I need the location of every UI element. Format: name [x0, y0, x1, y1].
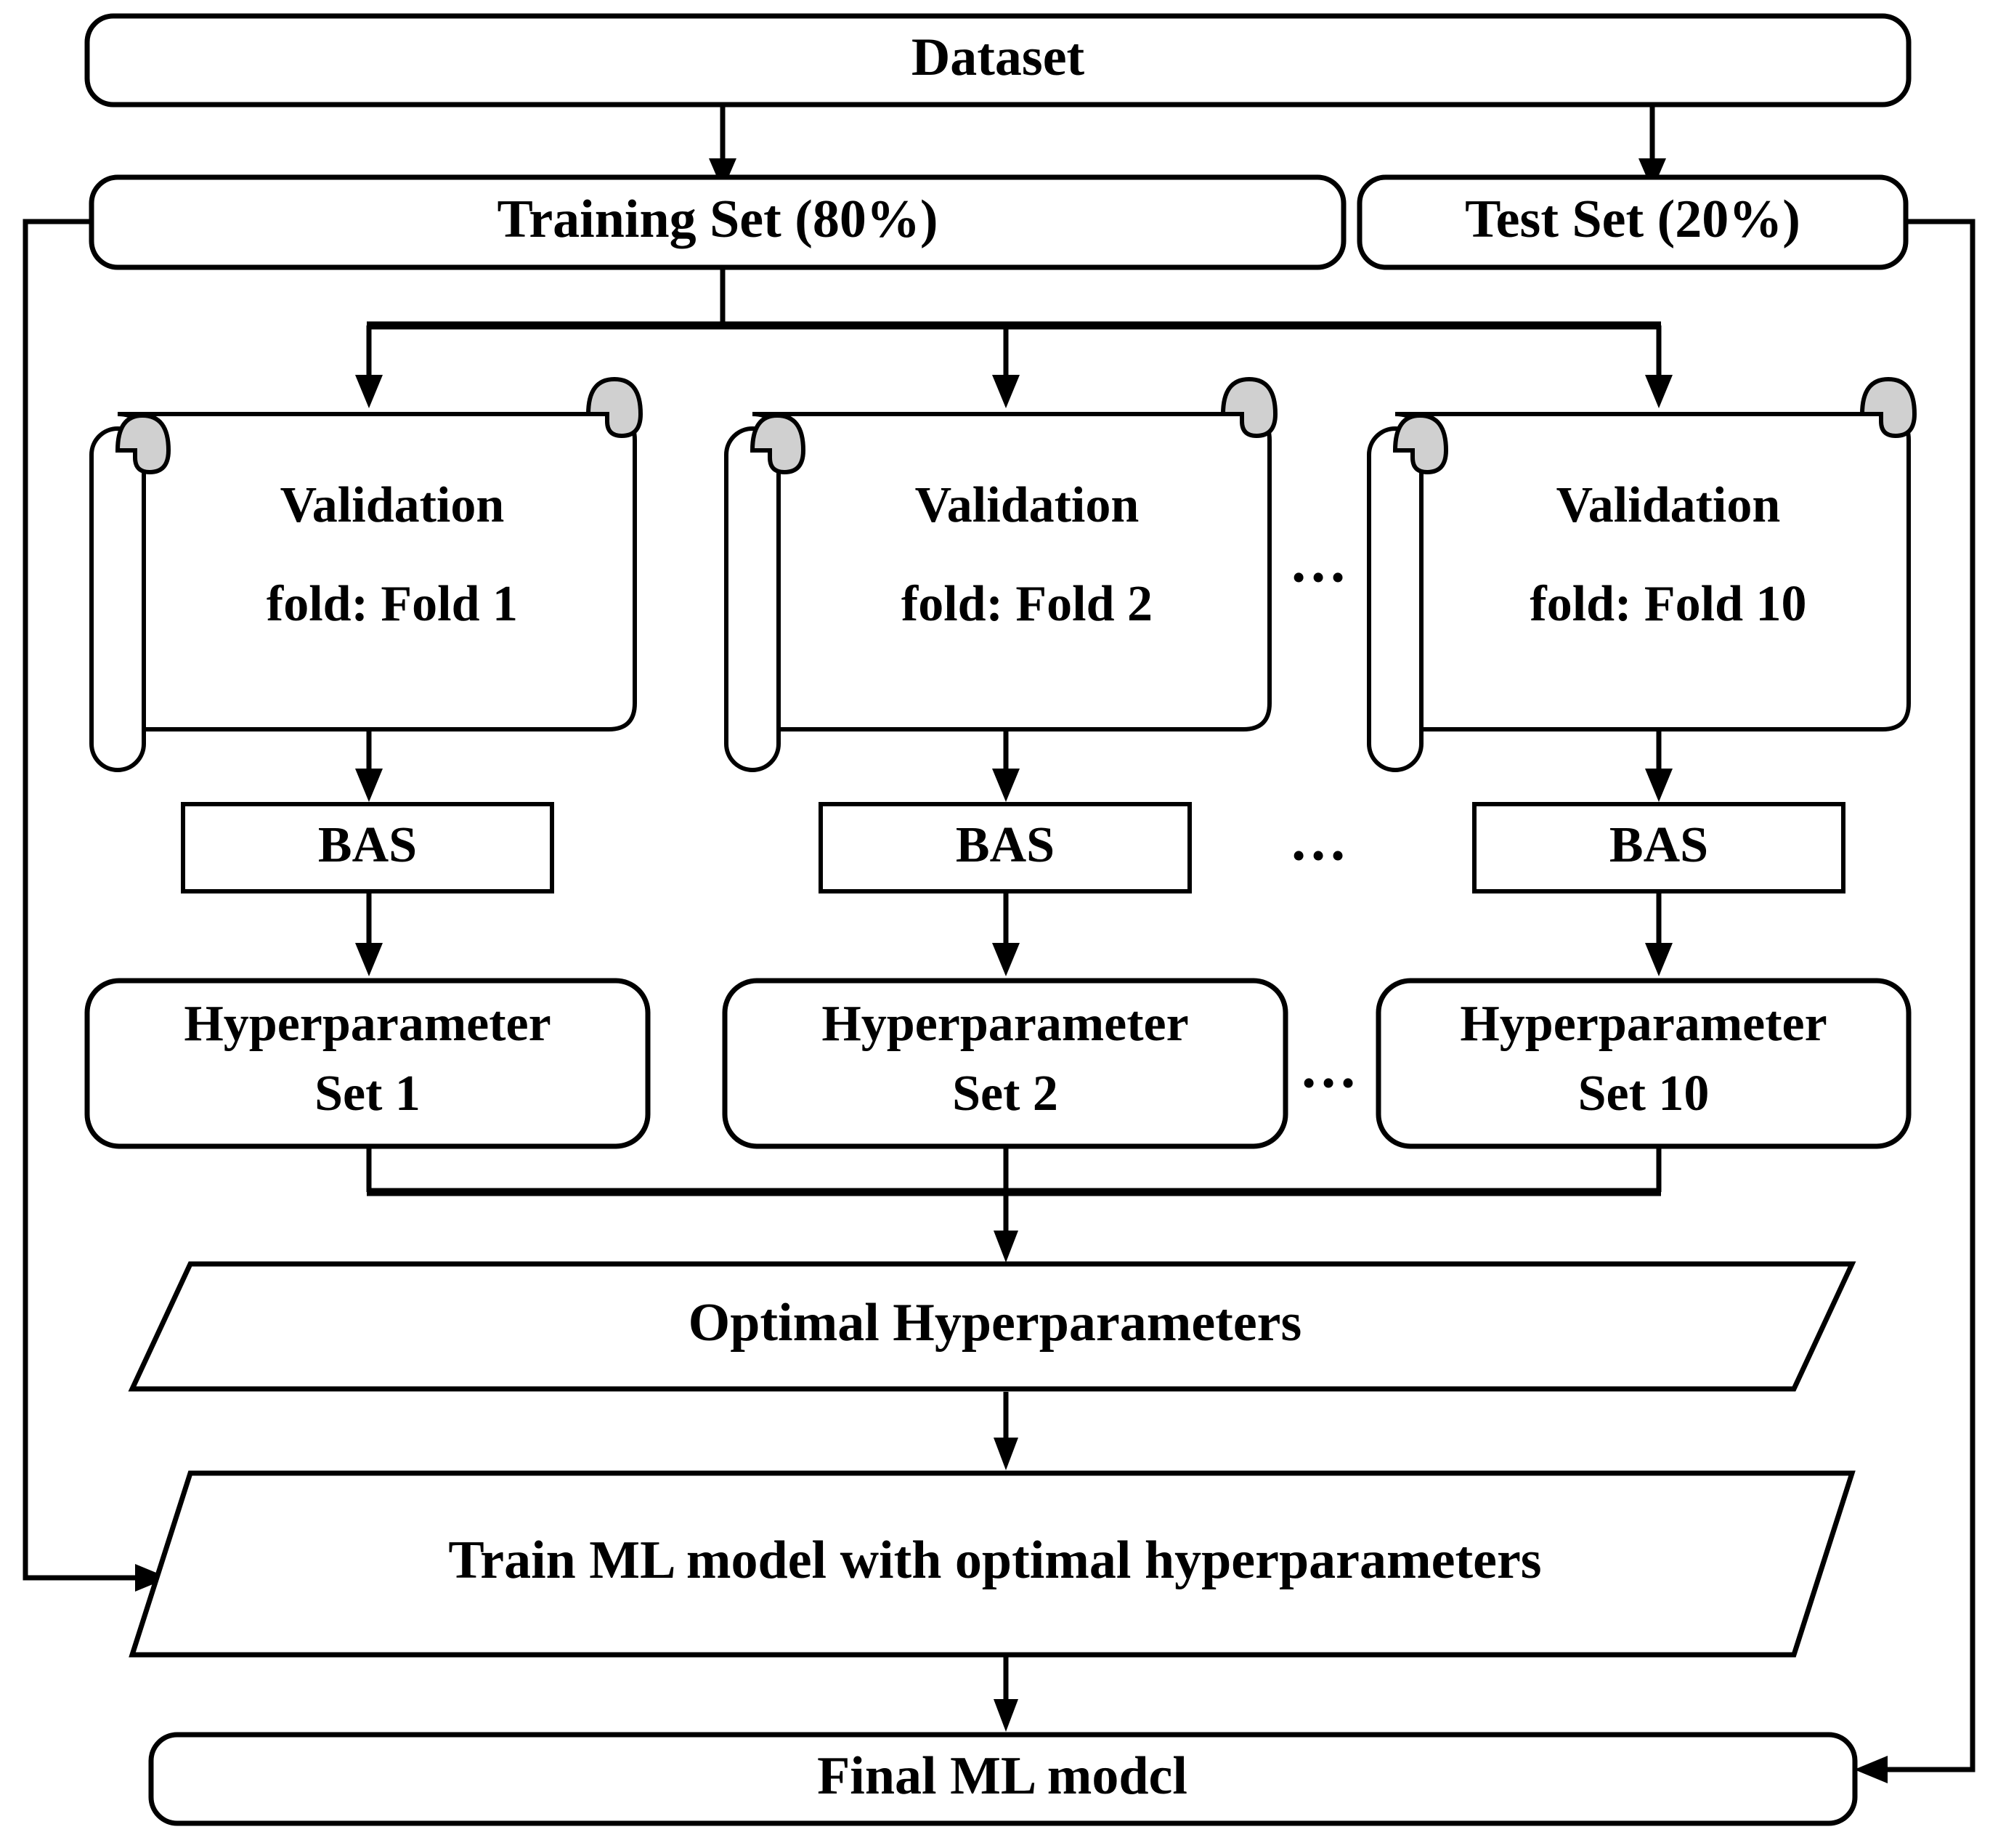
node-hyperparameter-set-1[interactable]: Hyperparameter Set 1 — [84, 978, 651, 1149]
node-test-set-label: Test Set (20%) — [1465, 190, 1800, 249]
node-dataset[interactable]: Dataset — [84, 13, 1912, 108]
node-hyperparameter-set-10-line1: Hyperparameter — [1460, 996, 1827, 1052]
node-training-set[interactable]: Training Set (80%) — [89, 174, 1347, 270]
node-optimal-hyperparameters[interactable]: Optimal Hyperparameters — [128, 1261, 1856, 1392]
connector-optimal-to-train — [994, 1392, 1018, 1470]
connector-dataset-to-test — [1638, 105, 1666, 190]
node-final-ml-model-label: Final ML modcl — [817, 1746, 1187, 1806]
node-train-ml-model-label: Train ML model with optimal hyperparamet… — [448, 1531, 1541, 1590]
node-hyperparameter-set-1-line1: Hyperparameter — [184, 996, 551, 1052]
node-validation-fold-2-line1: Validation — [915, 477, 1140, 533]
node-bas-1-label: BAS — [318, 817, 417, 873]
node-train-ml-model[interactable]: Train ML model with optimal hyperparamet… — [129, 1470, 1856, 1658]
node-validation-fold-10-line2: fold: Fold 10 — [1530, 576, 1806, 632]
node-bas-1[interactable]: BAS — [181, 802, 554, 893]
node-bas-2-label: BAS — [956, 817, 1055, 873]
node-validation-fold-10-line1: Validation — [1556, 477, 1781, 533]
node-hyperparameter-set-1-line2: Set 1 — [314, 1066, 421, 1122]
connector-hpsets-merge-to-optimal — [366, 1146, 1662, 1263]
connector-fold2-to-bas2 — [992, 726, 1020, 802]
connector-branch-to-fold-1 — [355, 325, 383, 408]
node-validation-fold-2-line2: fold: Fold 2 — [901, 576, 1153, 632]
connector-branch-to-fold-10 — [1645, 325, 1673, 408]
node-bas-10[interactable]: BAS — [1472, 802, 1845, 893]
connector-trainingset-feedback-to-train — [23, 219, 168, 1592]
node-hyperparameter-set-10[interactable]: Hyperparameter Set 10 — [1376, 978, 1912, 1149]
node-validation-fold-2[interactable]: Validation fold: Fold 2 — [724, 376, 1278, 772]
node-bas-10-label: BAS — [1609, 817, 1708, 873]
ellipsis-bas-row: … — [1289, 808, 1352, 872]
connector-train-to-final — [994, 1656, 1018, 1732]
node-test-set[interactable]: Test Set (20%) — [1357, 174, 1909, 270]
node-dataset-label: Dataset — [911, 28, 1085, 87]
node-hyperparameter-set-2[interactable]: Hyperparameter Set 2 — [722, 978, 1288, 1149]
connector-testset-feedback-to-final — [1854, 219, 1975, 1783]
connector-fold1-to-bas1 — [355, 726, 383, 802]
node-hyperparameter-set-2-line2: Set 2 — [952, 1066, 1058, 1122]
node-validation-fold-10[interactable]: Validation fold: Fold 10 — [1367, 376, 1917, 772]
connector-fold10-to-bas10 — [1645, 726, 1673, 802]
node-optimal-hyperparameters-label: Optimal Hyperparameters — [689, 1293, 1302, 1353]
connector-bas2-to-hp2 — [992, 890, 1020, 976]
connector-branch-to-fold-2 — [992, 325, 1020, 408]
connector-training-branch-bus — [367, 267, 1661, 330]
connector-dataset-to-training — [709, 105, 736, 190]
node-training-set-label: Training Set (80%) — [497, 190, 938, 249]
ellipsis-folds-row: … — [1289, 530, 1352, 594]
node-validation-fold-1-line1: Validation — [280, 477, 505, 533]
node-validation-fold-1-line2: fold: Fold 1 — [267, 576, 518, 632]
node-hyperparameter-set-2-line1: Hyperparameter — [821, 996, 1188, 1052]
node-final-ml-model[interactable]: Final ML modcl — [148, 1732, 1858, 1826]
ellipsis-hyperparameter-row: … — [1299, 1036, 1362, 1100]
node-bas-2[interactable]: BAS — [819, 802, 1192, 893]
connector-bas1-to-hp1 — [355, 890, 383, 976]
node-hyperparameter-set-10-line2: Set 10 — [1578, 1066, 1710, 1122]
node-validation-fold-1[interactable]: Validation fold: Fold 1 — [89, 376, 643, 772]
connector-bas10-to-hp10 — [1645, 890, 1673, 976]
